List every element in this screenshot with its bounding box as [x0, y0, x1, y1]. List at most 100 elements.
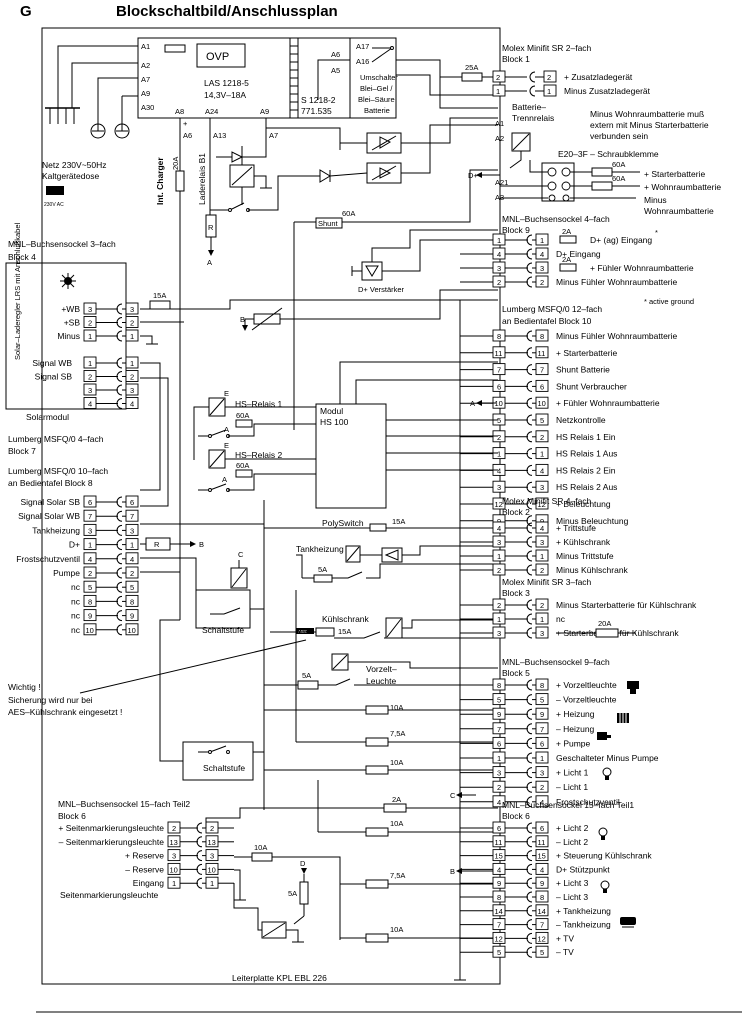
mnl4-pin-1: 4	[497, 250, 501, 259]
mnl15-1-pin-socket-5: 8	[540, 893, 544, 902]
ovp-label: OVP	[206, 51, 229, 63]
polyswitch-fuse-label: 15A	[392, 517, 405, 526]
terminal-a13: A13	[213, 131, 226, 140]
molex3-pin-1: 1	[497, 615, 501, 624]
charger-fuse	[175, 170, 185, 192]
mnl15-2-label-1: – Seitenmarkierungsleuchte	[59, 837, 165, 847]
fuse-25a	[461, 72, 483, 82]
mnl9-block: Block 5	[502, 668, 530, 678]
mnl4-pin-2: 3	[497, 264, 501, 273]
terminal-a2: A2	[141, 61, 150, 70]
mnl15-1-pin-socket-6: 14	[538, 907, 546, 916]
lumberg10-pin-6: 5	[88, 583, 92, 592]
lumberg12-block: an Bedientafel Block 10	[502, 316, 592, 326]
mnl15-1-pin-7: 7	[497, 921, 501, 930]
mnl4-fuse-0	[559, 235, 577, 244]
e20-label-4: Wohnraumbatterie	[644, 206, 714, 216]
mnl4-fuse-label-0: 2A	[562, 227, 571, 236]
lumberg12-pin-socket-6: 2	[540, 433, 544, 442]
mnl9-pin-1: 5	[497, 696, 501, 705]
verstaerker-box	[361, 261, 383, 281]
lumberg12-title: Lumberg MSFQ/0 12–fach	[502, 304, 602, 314]
lumberg12-label-2: Shunt Batterie	[556, 365, 610, 375]
lumberg4-pin-socket-2: 3	[130, 386, 134, 395]
lumberg12-pin-socket-2: 7	[540, 366, 544, 375]
terminal-a6-switch: A6	[331, 50, 340, 59]
mnl15-1-label-8: + TV	[556, 933, 574, 943]
d-plus-label: D+	[468, 171, 478, 180]
pump-icon	[597, 732, 611, 740]
mnl15-1-pin-socket-2: 15	[538, 852, 546, 861]
d-label: D	[300, 859, 306, 868]
lumberg10-pin-socket-7: 8	[130, 597, 134, 606]
lumberg12-pin-socket-4: 10	[538, 399, 546, 408]
mnl15-2-pin-2: 3	[172, 852, 176, 861]
mnl9-pin-socket-5: 1	[540, 754, 544, 763]
lumberg4-block: Block 7	[8, 446, 36, 456]
fuse-20a	[595, 628, 619, 638]
mnl15-1-pin-socket-0: 6	[540, 824, 544, 833]
molex3-pin-socket-0: 2	[540, 601, 544, 610]
lumberg12-pin-0: 8	[497, 332, 501, 341]
hs-relais-1-label: HS–Relais 1	[235, 399, 283, 409]
mains-badge: 230V AC	[44, 202, 64, 208]
int-charger-label: Int. Charger	[155, 157, 165, 205]
mnl15-2-block: Block 6	[58, 811, 86, 821]
warning-left-3: AES–Kühlschrank eingesetzt !	[8, 707, 122, 717]
svg-text:1: 1	[547, 87, 551, 96]
fuse-10a-4-label: 10A	[390, 925, 403, 934]
fuse-10a-3-label: 10A	[390, 819, 403, 828]
trennrelais-label-1: Batterie–	[512, 102, 546, 112]
warning-top-2: extern mit Minus Starterbatterie	[590, 120, 709, 130]
b-label: B	[240, 315, 245, 324]
plus-sign: +	[183, 119, 188, 128]
b-arrow-label-2: B	[450, 867, 455, 876]
hs-relais-1-a: A	[224, 425, 229, 434]
lumberg12-pin-5: 5	[497, 416, 501, 425]
page-title: Blockschaltbild/Anschlussplan	[116, 3, 338, 20]
terminal-a24: A24	[205, 107, 218, 116]
asterisk-mark: *	[655, 228, 658, 237]
lumberg12-label-6: HS Relais 1 Ein	[556, 432, 616, 442]
mnl15-1-pin-socket-9: 5	[540, 948, 544, 957]
mnl9-pin-socket-6: 3	[540, 769, 544, 778]
lumberg10-pin-socket-1: 7	[130, 512, 134, 521]
schaltstufe-2-box	[182, 741, 254, 781]
trennrelais-label-2: Trennrelais	[512, 113, 554, 123]
schaltstufe-1-box	[195, 589, 251, 629]
mnl15-1-pin-socket-7: 7	[540, 921, 544, 930]
mnl9-pin-3: 7	[497, 725, 501, 734]
terminal-a7-bottom: A7	[269, 131, 278, 140]
mnl3-pin-socket-2: 1	[130, 332, 134, 341]
molex4-label-0: + Trittstufe	[556, 523, 596, 533]
lumberg12-pin-socket-0: 8	[540, 332, 544, 341]
terminal-a1: A1	[141, 42, 150, 51]
mnl9-pin-8: 4	[497, 798, 501, 807]
mnl15-1-label-9: – TV	[556, 947, 574, 957]
mnl9-pin-socket-7: 2	[540, 783, 544, 792]
solar-fuse-15a	[149, 300, 171, 310]
plug-icon	[46, 186, 64, 195]
molex3-pin-socket-2: 3	[540, 629, 544, 638]
warning-left: Wichtig ! Sicherung wird nur bei AES–Küh…	[8, 639, 307, 717]
mnl4-label-3: Minus Fühler Wohnraumbatterie	[556, 277, 678, 287]
molex4-label-3: Minus Kühlschrank	[556, 565, 629, 575]
fuse-10a-2-label: 10A	[390, 758, 403, 767]
terminal-a5-switch: A5	[331, 66, 340, 75]
terminal-trenn-a1: A1	[495, 119, 504, 128]
lumberg10-pin-5: 2	[88, 569, 92, 578]
lumberg12-pin-9: 3	[497, 483, 501, 492]
hs100-module	[315, 403, 387, 509]
switch-box	[349, 37, 397, 119]
mnl15-1-label-5: – Licht 3	[556, 892, 588, 902]
mnl15-1-pin-2: 15	[495, 852, 503, 861]
verstaerker-label: D+ Verstärker	[358, 285, 405, 294]
mnl15-1-pin-socket-3: 4	[540, 865, 544, 874]
lumberg12-pin-socket-10: 12	[538, 500, 546, 509]
mnl15-1-label-3: D+ Stützpunkt	[556, 864, 610, 874]
ovp-fuse	[164, 44, 186, 53]
e20-label-2: + Wohnraumbatterie	[644, 182, 721, 192]
molex3-pin-0: 2	[497, 601, 501, 610]
bulb-icon	[602, 767, 612, 780]
